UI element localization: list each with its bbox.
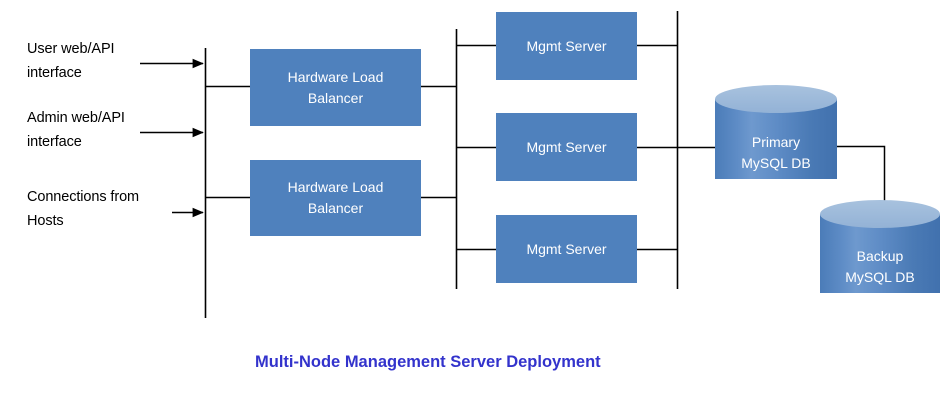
primary-db-cylinder-top bbox=[715, 85, 837, 113]
diagram-title: Multi-Node Management Server Deployment bbox=[255, 353, 601, 371]
link-primary-db-to-backup-db bbox=[836, 145, 886, 220]
node-primary-mysql-db[interactable]: Primary MySQL DB bbox=[715, 85, 837, 193]
node-backup-mysql-db[interactable]: Backup MySQL DB bbox=[820, 200, 940, 306]
node-mgmt-server-1[interactable]: Mgmt Server bbox=[496, 12, 637, 80]
primary-db-label: Primary MySQL DB bbox=[741, 134, 811, 171]
node-mgmt-server-2[interactable]: Mgmt Server bbox=[496, 113, 637, 181]
node-mgmt-server-3[interactable]: Mgmt Server bbox=[496, 215, 637, 283]
input-label-user-web-api: User web/API interface bbox=[27, 41, 115, 81]
backup-db-cylinder-top bbox=[820, 200, 940, 228]
backup-db-label: Backup MySQL DB bbox=[845, 248, 915, 285]
input-label-admin-web-api: Admin web/API interface bbox=[27, 110, 125, 150]
input-label-connections-from-hosts: Connections from Hosts bbox=[27, 189, 140, 229]
node-hardware-load-balancer-1[interactable]: Hardware Load Balancer bbox=[250, 49, 421, 126]
node-hardware-load-balancer-2[interactable]: Hardware Load Balancer bbox=[250, 160, 421, 236]
